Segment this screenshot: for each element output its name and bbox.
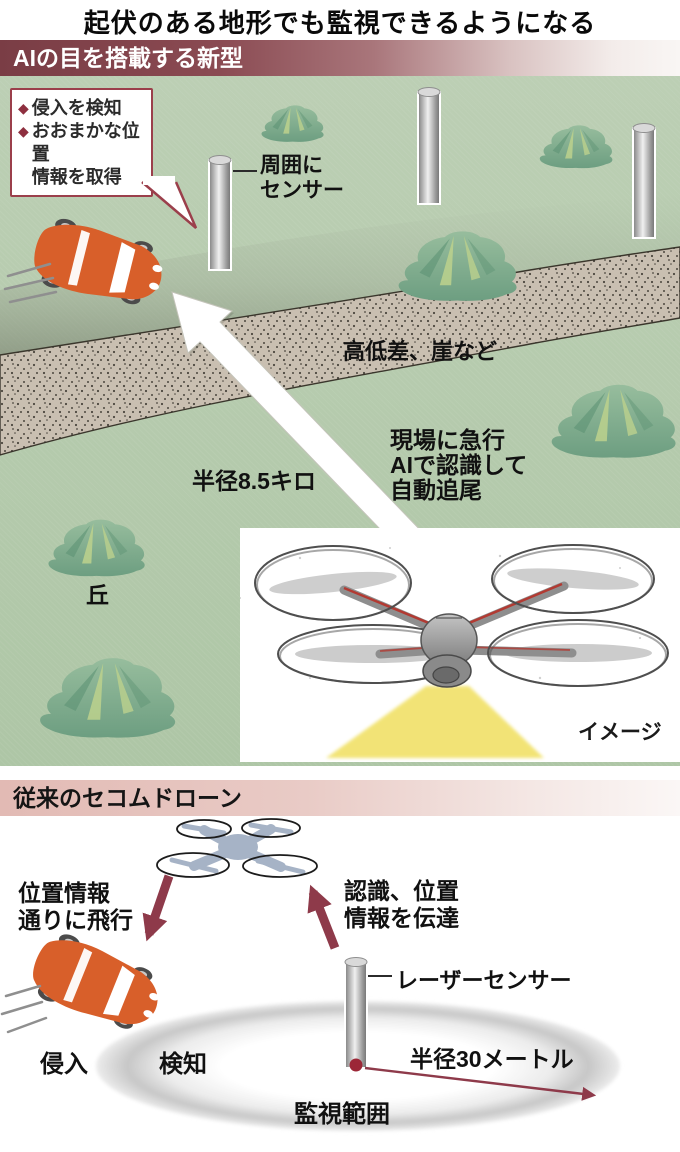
terrain-label: 高低差、崖など xyxy=(343,339,498,364)
laser-origin-dot xyxy=(349,1058,363,1072)
sensor-pole xyxy=(632,123,656,239)
callout-tail xyxy=(141,176,198,229)
page-title: 起伏のある地形でも監視できるようになる xyxy=(83,8,597,38)
image-caption: イメージ xyxy=(578,721,662,744)
sensor-pole xyxy=(208,155,232,271)
section-header-new-model: AIの目を搭載する新型 xyxy=(0,40,680,76)
hill xyxy=(551,384,676,458)
transmit-arrow xyxy=(307,884,340,950)
terrain-scene xyxy=(0,87,680,738)
speed-lines xyxy=(3,262,58,304)
diamond-bullet-icon: ◆ xyxy=(18,100,29,116)
radius-arrow xyxy=(364,1066,597,1101)
callout-text: おおまかな位置 情報を取得 xyxy=(31,121,140,188)
conventional-scene xyxy=(0,818,620,1131)
radius-label: 半径8.5キロ xyxy=(192,468,316,494)
intrusion-label: 侵入 xyxy=(40,1051,88,1078)
range-label: 監視範囲 xyxy=(294,1101,390,1128)
hill xyxy=(261,105,324,142)
intruder-car xyxy=(34,218,163,305)
new-drone-image-box: イメージ xyxy=(240,528,680,762)
hill-label: 丘 xyxy=(86,582,109,608)
laser-sensor-pole xyxy=(344,957,368,1069)
hill xyxy=(48,519,145,577)
sketch-stipple xyxy=(240,547,642,680)
fly-command-arrow xyxy=(142,874,174,942)
sensor-label: 周囲に センサー xyxy=(260,154,344,202)
terrain-contour-shade xyxy=(0,195,680,355)
detect-label: 検知 xyxy=(159,1051,207,1078)
detection-callout: ◆ 侵入を検知 ◆ おおまかな位置 情報を取得 xyxy=(10,88,153,198)
sensor-pole xyxy=(417,87,441,205)
rotor-outlines xyxy=(156,818,318,878)
camera-lens xyxy=(432,666,460,684)
new-model-illustration: ◆ 侵入を検知 ◆ おおまかな位置 情報を取得 周囲に センサー 高低差、崖など… xyxy=(0,76,680,766)
intruder-car xyxy=(33,934,159,1029)
action-label: 現場に急行 AIで認識して 自動追尾 xyxy=(390,427,528,503)
callout-item: ◆ 侵入を検知 xyxy=(18,97,146,120)
callout-text: 侵入を検知 xyxy=(31,98,122,118)
camera-light-beam xyxy=(326,686,544,758)
new-drone-sketch xyxy=(240,544,669,758)
laser-sensor-label: レーザーセンサー xyxy=(396,968,572,993)
conventional-illustration: 位置情報 通りに飛行 認識、位置 情報を伝達 レーザーセンサー 侵入 検知 半径… xyxy=(0,816,680,1152)
callout-item: ◆ おおまかな位置 情報を取得 xyxy=(18,120,146,189)
section-header-conventional: 従来のセコムドローン xyxy=(0,780,680,816)
fly-label: 位置情報 通りに飛行 xyxy=(18,880,133,933)
old-drone xyxy=(156,818,318,878)
hill xyxy=(539,125,613,169)
speed-lines xyxy=(0,984,48,1034)
transmit-label: 認識、位置 情報を伝達 xyxy=(344,878,459,931)
diamond-bullet-icon: ◆ xyxy=(18,123,29,140)
dispatch-arrow xyxy=(171,291,427,557)
hill xyxy=(40,658,176,738)
radius-30m-label: 半径30メートル xyxy=(410,1046,574,1072)
